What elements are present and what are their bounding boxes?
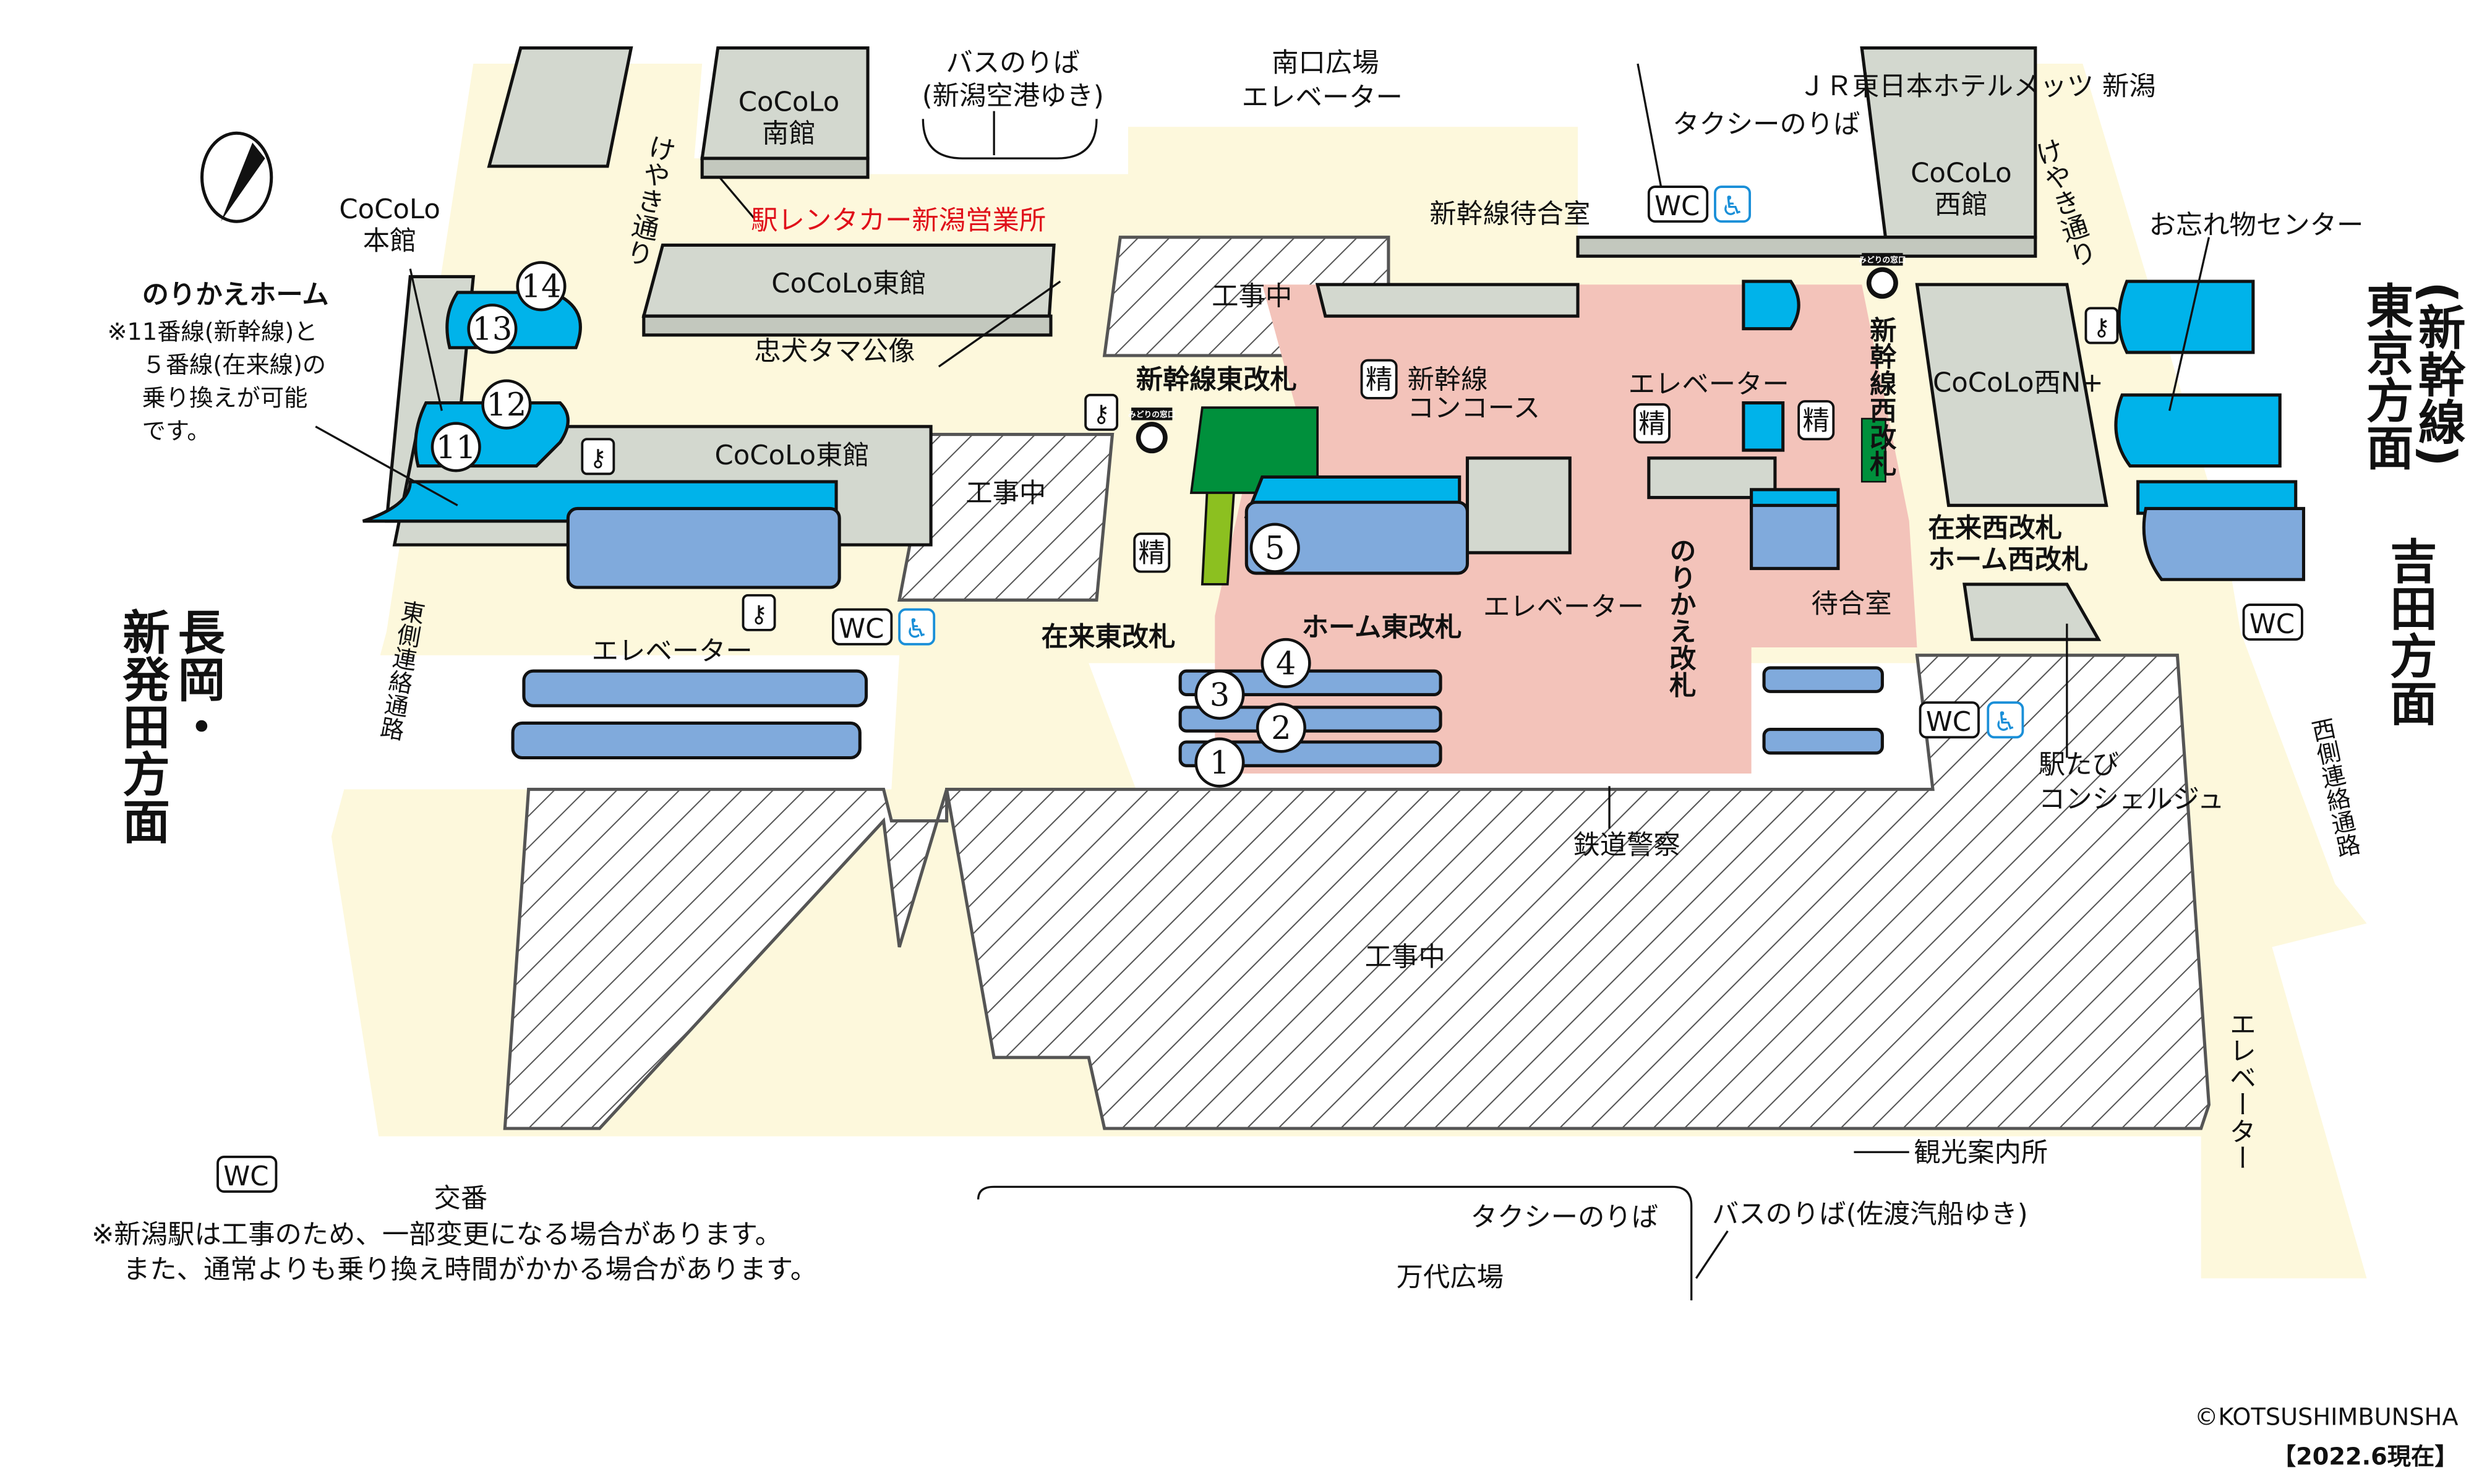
home-west-gate-label: ホーム西改札	[1928, 544, 2088, 575]
fare-adjust-icon: 精	[1638, 409, 1665, 440]
police-box-label: 交番	[434, 1183, 488, 1214]
key-icon: ⚷	[589, 445, 607, 472]
platform-2: 2	[1271, 710, 1291, 747]
midori-no-madoguchi-area-2	[1201, 492, 1235, 586]
platform-11: 11	[436, 430, 476, 466]
transfer-platform-title: のりかえホーム	[142, 279, 329, 310]
platform-numbers: 14 13 12 11 5 4 3 2 1	[430, 261, 1311, 788]
tama-statue-label: 忠犬タマ公像	[754, 336, 915, 367]
date-stamp: 【2022.6現在】	[2272, 1443, 2459, 1470]
key-icon: ⚷	[2093, 313, 2110, 341]
midori-madoguchi-icon: みどりの窓口	[1859, 253, 1906, 299]
zairai-west-gate-label: 在来西改札	[1928, 513, 2062, 544]
bus-stop-airport-sub: (新潟空港ゆき)	[922, 80, 1104, 111]
midori-west-area	[1860, 417, 1886, 483]
taxi-bottom-label: タクシーのりば	[1471, 1202, 1659, 1233]
transfer-platform-note-3: 乗り換えが可能	[142, 385, 308, 412]
shinkansen-waiting-room-label: 新幹線待合室	[1429, 199, 1590, 230]
cocolo-nishi-n-label: CoCoLo西N+	[1933, 368, 2104, 399]
direction-nagaoka-label: 長岡・	[169, 608, 225, 750]
cocolo-minami-label: CoCoLo	[738, 87, 840, 118]
waiting-room-label: 待合室	[1812, 589, 1892, 620]
key-icon: ⚷	[1093, 400, 1110, 428]
transfer-gate-label: のりかえ改札	[1665, 537, 1697, 697]
construction-label-3: 工事中	[1365, 942, 1445, 973]
direction-shibata-label: 新発田方面	[114, 608, 169, 845]
cocolo-nishi-label-2: 西館	[1935, 189, 1988, 220]
notice-line-1: ※新潟駅は工事のため、一部変更になる場合があります。	[92, 1219, 782, 1250]
fare-adjustment-icons: 精 精 精 精	[1133, 359, 1835, 573]
railway-police-label: 鉄道警察	[1573, 830, 1680, 861]
bus-stop-sado-label: バスのりば(佐渡汽船ゆき)	[1712, 1199, 2028, 1230]
cocolo-nishi-label: CoCoLo	[1911, 158, 2012, 189]
shinkansen-concourse-label: 新幹線	[1408, 365, 1488, 396]
tourist-info-label: 観光案内所	[1914, 1138, 2048, 1169]
lost-and-found-label: お忘れ物センター	[2149, 210, 2363, 241]
fare-adjust-icon: 精	[1139, 538, 1165, 569]
wc-label: WC	[2249, 609, 2295, 640]
cocolo-minami-label-2: 南館	[762, 119, 816, 150]
south-plaza-label: 南口広場	[1272, 48, 1379, 79]
elevator-label-4: エレベーター	[2225, 1010, 2256, 1171]
cocolo-honkan-label-2: 本館	[363, 226, 417, 257]
wc-label: WC	[1654, 191, 1700, 222]
accessible-icon: ♿	[905, 614, 929, 645]
direction-tokyo-label: 東京方面	[2358, 281, 2413, 471]
wc-label: WC	[839, 614, 884, 645]
locker-icons: ⚷ ⚷ ⚷ ⚷	[581, 307, 2119, 631]
home-east-gate-label: ホーム東改札	[1302, 612, 1462, 643]
shinkansen-east-gate-label: 新幹線東改札	[1136, 365, 1297, 396]
zairai-east-gate-label: 在来東改札	[1042, 621, 1176, 652]
platform-12: 12	[486, 387, 526, 424]
cocolo-higashi-lower-label: CoCoLo東館	[714, 440, 869, 471]
taxi-top-label: タクシーのりば	[1672, 109, 1860, 140]
midori-icon-label: みどりの窓口	[1128, 409, 1175, 419]
concierge-label-2: コンシェルジュ	[2039, 784, 2224, 815]
transfer-platform-note-2: ５番線(在来線)の	[142, 351, 327, 379]
rental-car-label: 駅レンタカー新潟営業所	[751, 205, 1046, 236]
key-icon: ⚷	[750, 600, 768, 628]
wc-label: WC	[223, 1161, 268, 1192]
north-compass-icon	[200, 131, 273, 223]
direction-shinkansen-label: (新幹線)	[2410, 281, 2465, 467]
shinkansen-west-gate-label: 新幹線西改札	[1865, 316, 1897, 477]
midori-madoguchi-icon: みどりの窓口	[1128, 407, 1175, 454]
bandai-plaza-label: 万代広場	[1397, 1262, 1504, 1293]
transfer-platform-note-4: です。	[142, 417, 211, 445]
elevator-label-3: エレベーター	[592, 636, 753, 667]
accessible-icon: ♿	[1993, 707, 2018, 738]
platform-5: 5	[1265, 531, 1285, 567]
construction-label-2: 工事中	[965, 478, 1046, 509]
cocolo-higashi-upper-label: CoCoLo東館	[771, 268, 926, 299]
wc-markers: WC ♿ WC ♿ WC WC ♿ WC	[216, 186, 2303, 1193]
midori-icon-label: みどりの窓口	[1859, 255, 1906, 265]
shinkansen-concourse-label-2: コンコース	[1408, 393, 1541, 424]
elevator-label-1: エレベーター	[1629, 369, 1789, 400]
platform-13: 13	[472, 311, 512, 348]
concierge-label: 駅たび	[2039, 749, 2119, 780]
fare-adjust-icon: 精	[1366, 365, 1392, 396]
hotel-label: ＪＲ東日本ホテルメッツ 新潟	[1799, 71, 2155, 102]
wc-label: WC	[1926, 707, 1971, 738]
leader-lines	[315, 63, 2211, 1301]
platform-14: 14	[521, 269, 562, 305]
fare-adjust-icon: 精	[1803, 406, 1830, 437]
copyright: ©KOTSUSHIMBUNSHA	[2194, 1404, 2458, 1431]
platform-4: 4	[1276, 646, 1296, 682]
bus-stop-airport-label: バスのりば	[946, 48, 1080, 79]
cocolo-honkan-label: CoCoLo	[339, 194, 440, 225]
direction-yoshida-label: 吉田方面	[2382, 537, 2437, 726]
platform-3: 3	[1210, 677, 1230, 714]
platforms	[362, 279, 2306, 767]
accessible-icon: ♿	[1721, 191, 1745, 222]
south-plaza-elevator-label: エレベーター	[1242, 82, 1403, 113]
platform-1: 1	[1210, 745, 1230, 782]
notice-line-2: また、通常よりも乗り換え時間がかかる場合があります。	[123, 1254, 817, 1285]
elevator-label-2: エレベーター	[1483, 592, 1644, 623]
construction-label-1: 工事中	[1212, 281, 1292, 312]
construction-area-main	[503, 654, 2211, 1130]
transfer-platform-note-1: ※11番線(新幹線)と	[107, 318, 317, 346]
